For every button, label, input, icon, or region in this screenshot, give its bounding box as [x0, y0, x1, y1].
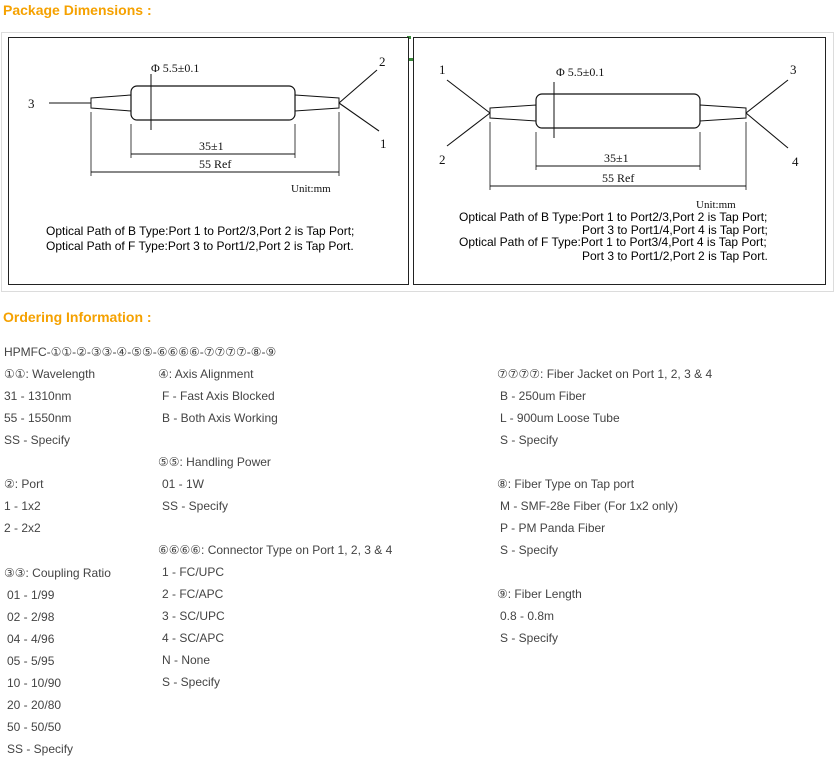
handling-power-heading: ⑤⑤: Handling Power: [158, 455, 271, 469]
port-heading: ②: Port: [4, 477, 44, 491]
power-option: 01 - 1W: [162, 477, 205, 491]
green-marker-2: [409, 58, 413, 61]
axis-option: B - Both Axis Working: [162, 411, 278, 425]
fiber-type-option: P - PM Panda Fiber: [500, 521, 606, 535]
right-total-length: 55 Ref: [602, 171, 634, 185]
coupling-option: SS - Specify: [7, 742, 74, 756]
wavelength-option: SS - Specify: [4, 433, 71, 447]
right-diameter-label: Φ 5.5±0.1: [556, 65, 604, 79]
right-body-length: 35±1: [604, 151, 629, 165]
connector-option: S - Specify: [162, 675, 221, 689]
coupling-option: 20 - 20/80: [7, 698, 62, 712]
wavelength-option: 55 - 1550nm: [4, 411, 72, 425]
left-diameter-label: Φ 5.5±0.1: [151, 61, 199, 75]
axis-option: F - Fast Axis Blocked: [162, 389, 275, 403]
connector-option: N - None: [162, 653, 211, 667]
fiber-type-option: S - Specify: [500, 543, 559, 557]
coupling-option: 04 - 4/96: [7, 632, 55, 646]
fiber-type-heading: ⑧: Fiber Type on Tap port: [497, 477, 635, 491]
power-option: SS - Specify: [162, 499, 229, 513]
length-option: S - Specify: [500, 631, 559, 645]
right-port-3-label: 3: [790, 62, 797, 77]
right-port-2-label: 2: [439, 152, 446, 167]
green-marker: [407, 36, 411, 39]
package-dimensions-title: Package Dimensions :: [3, 2, 152, 18]
coupling-option: 10 - 10/90: [7, 676, 62, 690]
right-coupler-drawing: Φ 5.5±0.1 35±1 55 Ref Unit:mm 1 2 3 4: [439, 62, 799, 211]
coupling-option: 01 - 1/99: [7, 588, 55, 602]
left-port-2-label: 2: [379, 54, 386, 69]
coupling-option: 05 - 5/95: [7, 654, 55, 668]
right-diagram-panel: Φ 5.5±0.1 35±1 55 Ref Unit:mm 1 2 3 4 Op…: [413, 37, 826, 285]
left-port-1-label: 1: [380, 136, 387, 151]
left-body-length: 35±1: [199, 139, 224, 153]
fiber-jacket-heading: ⑦⑦⑦⑦: Fiber Jacket on Port 1, 2, 3 & 4: [497, 367, 713, 381]
right-port-1-label: 1: [439, 62, 446, 77]
connector-type-heading: ⑥⑥⑥⑥: Connector Type on Port 1, 2, 3 & 4: [158, 543, 393, 557]
connector-option: 4 - SC/APC: [162, 631, 225, 645]
left-total-length: 55 Ref: [199, 157, 231, 171]
fiber-length-heading: ⑨: Fiber Length: [497, 587, 582, 601]
connector-option: 1 - FC/UPC: [162, 565, 225, 579]
coupling-option: 02 - 2/98: [7, 610, 55, 624]
wavelength-option: 31 - 1310nm: [4, 389, 72, 403]
axis-alignment-heading: ④: Axis Alignment: [158, 367, 254, 381]
ordering-information-title: Ordering Information :: [3, 309, 152, 325]
left-note-b-type: Optical Path of B Type:Port 1 to Port2/3…: [46, 224, 355, 238]
right-note-b-type: Optical Path of B Type:Port 1 to Port2/3…: [459, 210, 768, 224]
jacket-option: L - 900um Loose Tube: [500, 411, 620, 425]
connector-option: 2 - FC/APC: [162, 587, 224, 601]
left-coupler-drawing: Φ 5.5±0.1 35±1 55 Ref Unit:mm 3 2 1: [28, 54, 387, 195]
right-note-f-type: Optical Path of F Type:Port 1 to Port3/4…: [459, 235, 767, 249]
jacket-option: B - 250um Fiber: [500, 389, 587, 403]
port-option: 1 - 1x2: [4, 499, 41, 513]
right-port-4-label: 4: [792, 154, 799, 169]
left-unit-label: Unit:mm: [291, 183, 331, 195]
coupling-ratio-heading: ③③: Coupling Ratio: [4, 566, 111, 580]
coupling-option: 50 - 50/50: [7, 720, 62, 734]
jacket-option: S - Specify: [500, 433, 559, 447]
left-diagram-panel: Φ 5.5±0.1 35±1 55 Ref Unit:mm 3 2 1 Opti…: [8, 37, 409, 285]
right-unit-label: Unit:mm: [696, 199, 736, 211]
part-number-code: HPMFC-①①-②-③③-④-⑤⑤-⑥⑥⑥⑥-⑦⑦⑦⑦-⑧-⑨: [4, 345, 277, 359]
wavelength-heading: ①①: Wavelength: [4, 367, 96, 381]
right-note-b-type-cont: Port 3 to Port1/4,Port 4 is Tap Port;: [582, 223, 768, 237]
left-port-3-label: 3: [28, 96, 35, 111]
fiber-type-option: M - SMF-28e Fiber (For 1x2 only): [500, 499, 679, 513]
length-option: 0.8 - 0.8m: [500, 609, 555, 623]
left-note-f-type: Optical Path of F Type:Port 3 to Port1/2…: [46, 239, 354, 253]
port-option: 2 - 2x2: [4, 521, 41, 535]
right-note-f-type-cont: Port 3 to Port1/2,Port 2 is Tap Port.: [582, 249, 768, 263]
connector-option: 3 - SC/UPC: [162, 609, 225, 623]
